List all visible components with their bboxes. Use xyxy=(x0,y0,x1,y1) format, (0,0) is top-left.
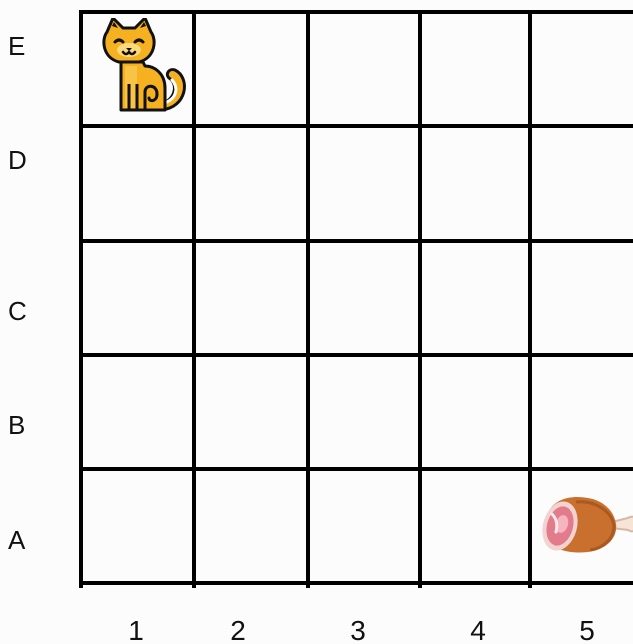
cell-e3[interactable] xyxy=(311,14,421,124)
cell-a3[interactable] xyxy=(311,472,421,582)
cell-d4[interactable] xyxy=(423,129,533,239)
row-label-c: C xyxy=(8,298,32,324)
grid-line-v1 xyxy=(192,10,196,588)
col-label-3: 3 xyxy=(338,617,378,644)
cell-b1[interactable] xyxy=(83,358,193,468)
grid-line-v0 xyxy=(79,10,83,588)
cell-b3[interactable] xyxy=(311,358,421,468)
cell-c2[interactable] xyxy=(197,244,307,354)
cell-d1[interactable] xyxy=(83,129,193,239)
grid-line-h5 xyxy=(79,581,633,585)
cell-d5[interactable] xyxy=(533,129,633,239)
cell-e5[interactable] xyxy=(533,14,633,124)
cell-e2[interactable] xyxy=(197,14,307,124)
cell-c4[interactable] xyxy=(423,244,533,354)
grid-line-h2 xyxy=(79,239,633,243)
row-label-d: D xyxy=(8,147,32,173)
col-label-5: 5 xyxy=(567,617,607,644)
cell-d2[interactable] xyxy=(197,129,307,239)
row-label-e: E xyxy=(8,33,32,59)
row-label-a: A xyxy=(8,527,32,553)
cat-icon[interactable] xyxy=(99,18,191,118)
grid-line-v4 xyxy=(528,10,532,588)
grid-line-h4 xyxy=(79,467,633,471)
cell-a1[interactable] xyxy=(83,472,193,582)
cell-c3[interactable] xyxy=(311,244,421,354)
cell-b5[interactable] xyxy=(533,358,633,468)
cell-b2[interactable] xyxy=(197,358,307,468)
cell-c1[interactable] xyxy=(83,244,193,354)
cell-e4[interactable] xyxy=(423,14,533,124)
game-board xyxy=(79,10,633,588)
grid-line-h3 xyxy=(79,353,633,357)
cell-a2[interactable] xyxy=(197,472,307,582)
col-label-1: 1 xyxy=(116,617,156,644)
cell-d3[interactable] xyxy=(311,129,421,239)
ham-icon[interactable] xyxy=(536,488,633,568)
grid-line-v2 xyxy=(306,10,310,588)
row-label-b: B xyxy=(8,412,32,438)
grid-line-v3 xyxy=(418,10,422,588)
col-label-4: 4 xyxy=(458,617,498,644)
col-label-2: 2 xyxy=(218,617,258,644)
cell-a4[interactable] xyxy=(423,472,533,582)
grid-line-h0 xyxy=(79,10,633,14)
cell-c5[interactable] xyxy=(533,244,633,354)
grid-line-h1 xyxy=(79,124,633,128)
cell-b4[interactable] xyxy=(423,358,533,468)
